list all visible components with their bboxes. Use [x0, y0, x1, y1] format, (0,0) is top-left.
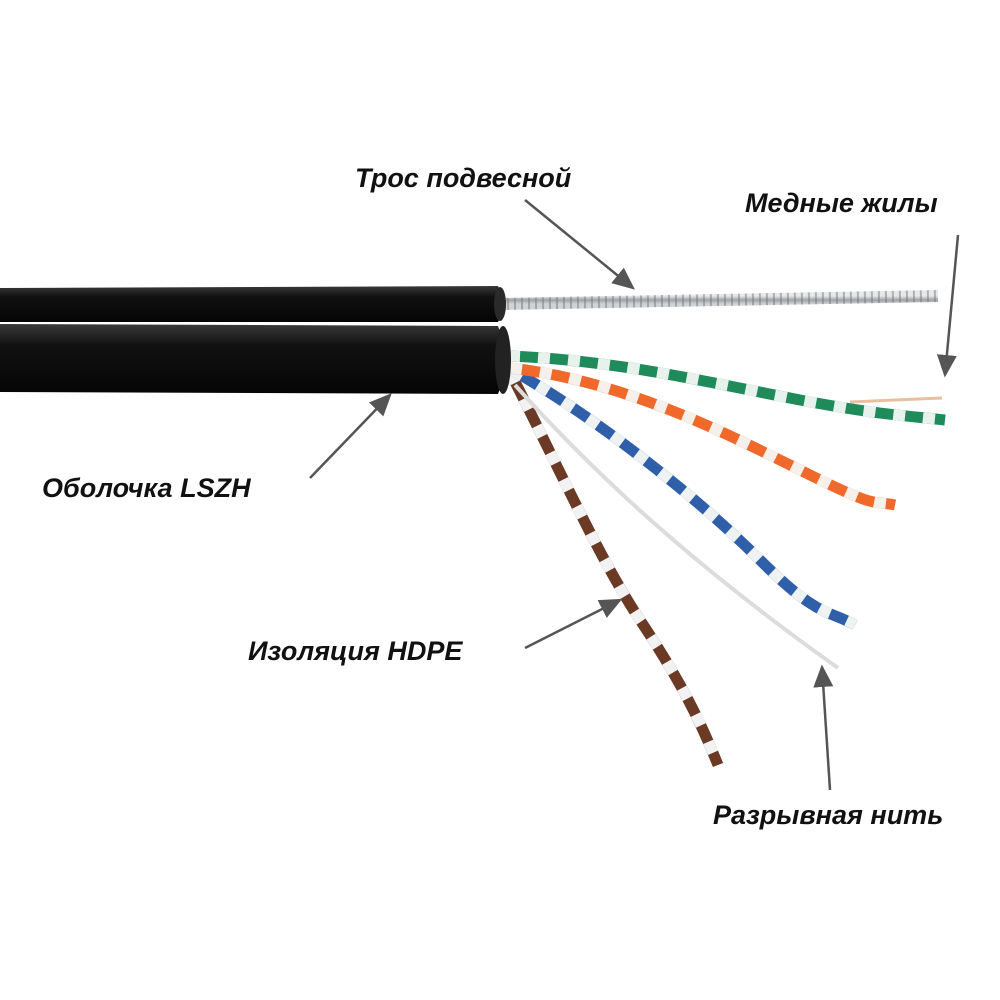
label-ripcord: Разрывная нить	[713, 800, 944, 830]
arrow-insulation	[524, 598, 623, 650]
label-sheath: Оболочка LSZH	[42, 473, 251, 503]
pair-brown	[505, 369, 724, 768]
label-messenger-wire: Трос подвесной	[355, 163, 572, 193]
label-copper-conductors: Медные жилы	[745, 188, 938, 218]
ripcord-thread	[513, 383, 840, 670]
arrow-copper	[936, 234, 960, 378]
cable-sheath	[0, 324, 505, 394]
messenger-sheath	[0, 286, 503, 322]
arrow-sheath	[309, 393, 392, 479]
pair-blue	[509, 365, 858, 630]
arrow-messenger	[524, 199, 635, 290]
label-insulation: Изоляция HDPE	[248, 636, 463, 666]
pair-orange	[509, 362, 897, 511]
arrow-ripcord	[813, 664, 834, 791]
pair-green	[507, 350, 946, 426]
